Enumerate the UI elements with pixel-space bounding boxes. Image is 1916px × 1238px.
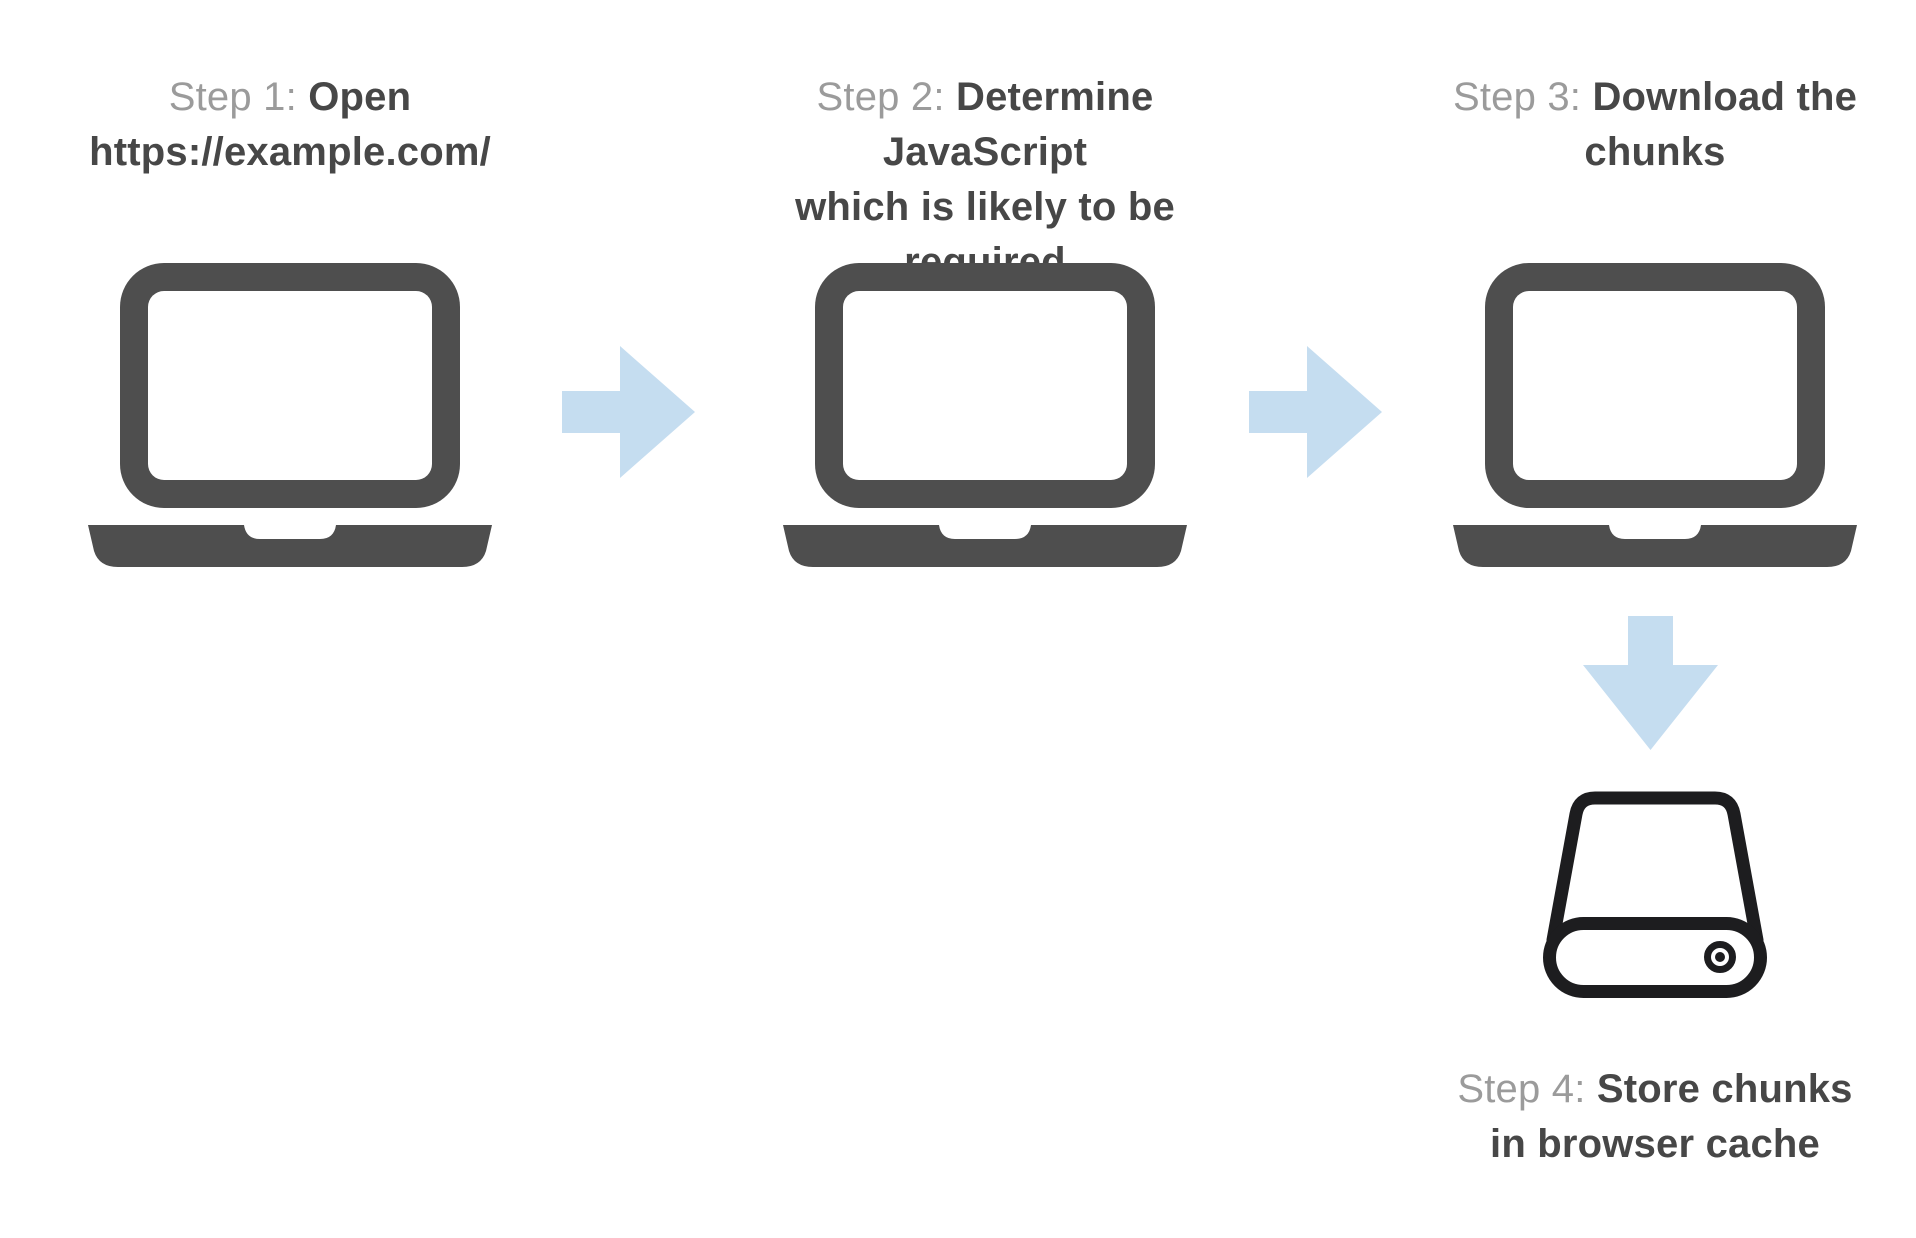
laptop-icon <box>783 263 1187 567</box>
step-3-title: Download the <box>1592 75 1858 119</box>
step-4-prefix: Step 4: <box>1457 1067 1597 1111</box>
laptop-icon <box>1453 263 1857 567</box>
step-4-title: Store chunks <box>1596 1067 1853 1111</box>
arrow-right-icon <box>1249 346 1382 478</box>
step-label-line: chunks <box>1430 125 1880 180</box>
step-label-line: Step 4: Store chunks <box>1430 1062 1880 1117</box>
hard-drive-icon <box>1543 791 1767 998</box>
step-1-prefix: Step 1: <box>168 75 309 119</box>
step-1-url: https://example.com/ <box>89 130 491 174</box>
step-label-line: Step 3: Download the <box>1430 70 1880 125</box>
step-label-line: in browser cache <box>1430 1117 1880 1172</box>
step-2-prefix: Step 2: <box>816 75 957 119</box>
step-4-title-line2: in browser cache <box>1490 1122 1820 1166</box>
step-1-label: Step 1: Open https://example.com/ <box>40 70 540 180</box>
step-3-label: Step 3: Download the chunks <box>1430 70 1880 180</box>
step-4-label: Step 4: Store chunks in browser cache <box>1430 1062 1880 1172</box>
arrow-right-icon <box>562 346 695 478</box>
step-label-line: Step 1: Open <box>40 70 540 125</box>
step-2-label: Step 2: Determine JavaScript which is li… <box>715 70 1255 290</box>
step-3-title-line2: chunks <box>1584 130 1726 174</box>
step-label-line: https://example.com/ <box>40 125 540 180</box>
step-3-prefix: Step 3: <box>1452 75 1593 119</box>
laptop-icon <box>88 263 492 567</box>
step-1-title: Open <box>308 75 412 119</box>
arrow-down-icon <box>1583 616 1718 750</box>
step-2-title: Determine JavaScript <box>882 75 1154 174</box>
step-label-line: Step 2: Determine JavaScript <box>715 70 1255 180</box>
